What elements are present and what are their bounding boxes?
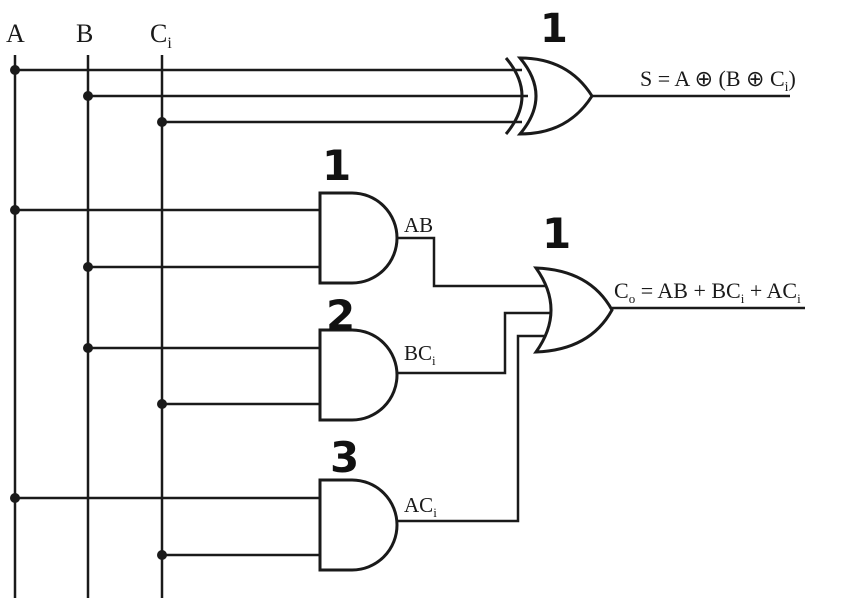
junction-dot [157,550,167,560]
gate-number-and-bc: 2 [326,291,355,340]
junction-dot [10,65,20,75]
gate-number-xor: 1 [540,6,568,52]
label-bc: BCi [404,341,436,368]
input-label-b: B [76,19,93,48]
and-gate-ab [318,191,399,285]
wire-ab-to-or [397,236,548,288]
carry-output-label: Co = AB + BCi + ACi [614,278,801,306]
sum-output-label: S = A ⊕ (B ⊕ Ci) [640,66,796,95]
junction-dot [157,117,167,127]
gate-number-and-ac: 3 [330,433,359,482]
and-gate-ac [318,478,399,572]
junction-dot [157,399,167,409]
junction-dot [10,205,20,215]
or-gate [533,266,614,354]
and-gate-bc [318,328,399,422]
wire-bc-to-or [397,311,552,375]
input-label-ci: Ci [150,19,172,52]
label-ab: AB [404,213,433,237]
junction-dot [83,262,93,272]
xor-gate [504,56,594,136]
label-ac: ACi [404,493,437,520]
gate-number-and-ab: 1 [322,141,351,190]
junction-dot [83,91,93,101]
junction-dot [83,343,93,353]
gate-number-or: 1 [542,209,571,258]
input-label-a: A [6,19,25,48]
junction-dot [10,493,20,503]
wire-ac-to-or [397,334,548,523]
